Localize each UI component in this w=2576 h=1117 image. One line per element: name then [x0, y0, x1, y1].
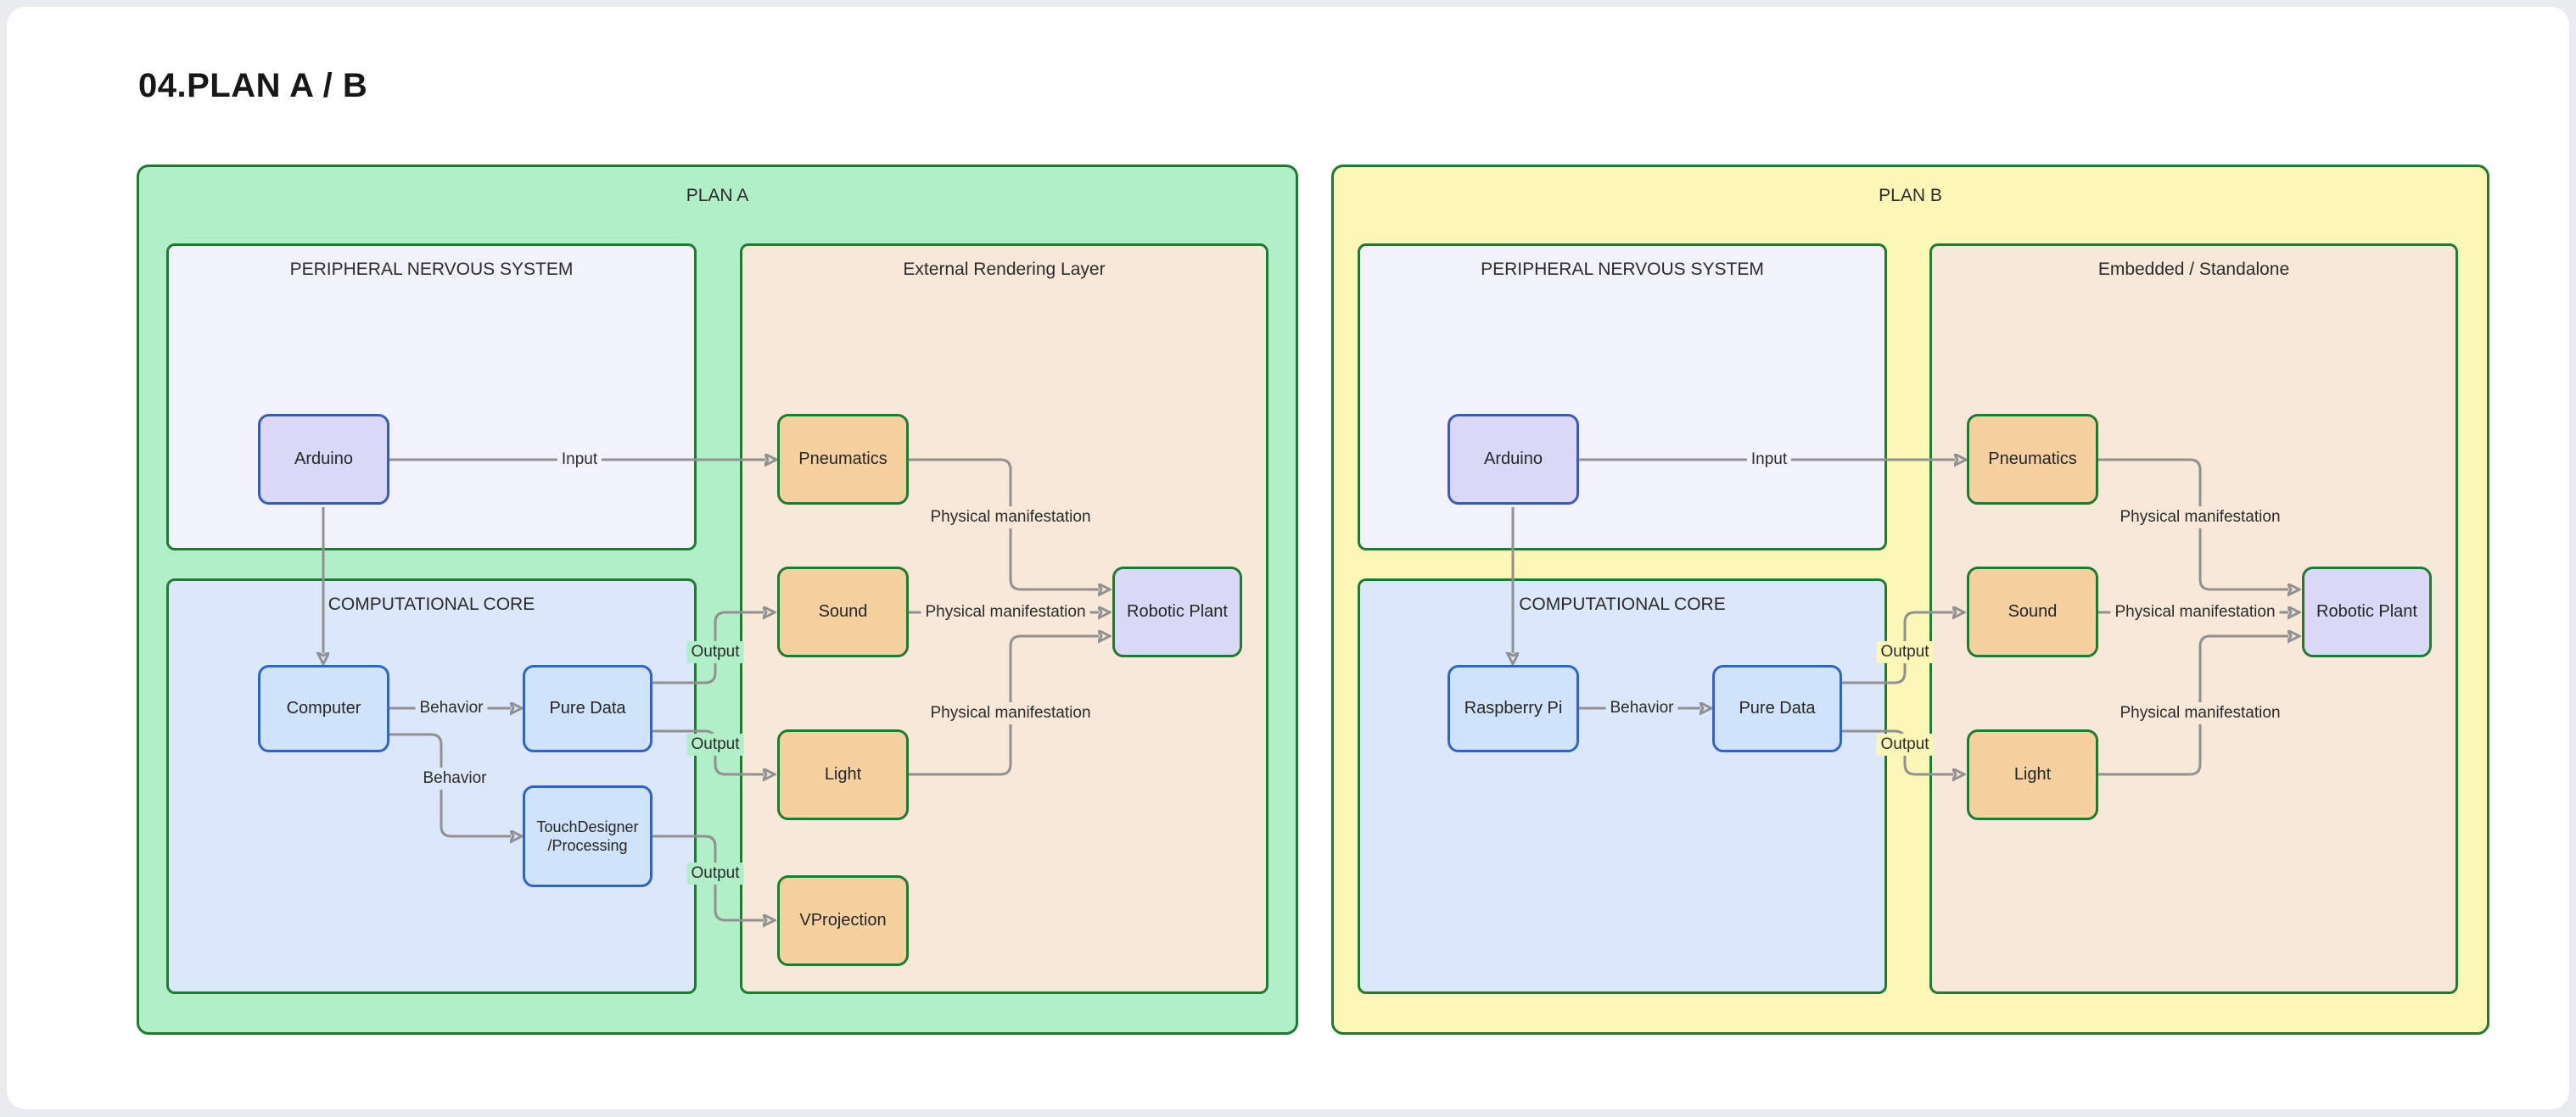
node-robotic-plant-b-label: Robotic Plant [2316, 602, 2417, 621]
node-robotic-plant-a-label: Robotic Plant [1127, 602, 1228, 621]
edge-label-output-sound-a: Output [686, 641, 744, 663]
edge-label-output-light-a: Output [686, 734, 744, 756]
node-sound-b-label: Sound [2008, 602, 2058, 621]
edge-label-behavior-puredata-a: Behavior [415, 697, 488, 719]
edge-label-pm-pneumatics-a: Physical manifestation [926, 506, 1095, 528]
edge-label-output-vprojection-a: Output [686, 863, 744, 885]
node-pure-data-a[interactable]: Pure Data [523, 665, 652, 752]
edge-label-pm-pneumatics-b: Physical manifestation [2115, 506, 2285, 528]
node-raspberry-pi[interactable]: Raspberry Pi [1448, 665, 1579, 752]
edge-label-input-b: Input [1746, 449, 1792, 471]
node-pneumatics-b[interactable]: Pneumatics [1967, 414, 2098, 505]
node-sound-a[interactable]: Sound [777, 567, 909, 657]
edge-label-pm-sound-b: Physical manifestation [2110, 601, 2280, 623]
page-title: 04.PLAN A / B [138, 66, 368, 104]
plan-b-title: PLAN B [1879, 186, 1942, 205]
node-pure-data-a-label: Pure Data [549, 699, 626, 718]
node-vprojection[interactable]: VProjection [777, 875, 909, 966]
node-pure-data-b-label: Pure Data [1739, 699, 1816, 718]
edge-label-pm-sound-a: Physical manifestation [921, 601, 1090, 623]
node-robotic-plant-a[interactable]: Robotic Plant [1112, 567, 1242, 657]
subgraph-title-core-b: COMPUTATIONAL CORE [1519, 595, 1726, 614]
node-raspberry-pi-label: Raspberry Pi [1464, 699, 1563, 718]
node-touchdesigner-line1: TouchDesigner [536, 818, 639, 835]
edge-label-input-a: Input [557, 449, 602, 471]
subgraph-title-render-b: Embedded / Standalone [2097, 260, 2290, 279]
edge-label-pm-light-b: Physical manifestation [2115, 702, 2285, 724]
node-sound-b[interactable]: Sound [1967, 567, 2098, 657]
node-light-a-label: Light [824, 765, 862, 784]
subgraph-title-core-a: COMPUTATIONAL CORE [328, 595, 535, 614]
node-computer[interactable]: Computer [258, 665, 389, 752]
node-arduino-a[interactable]: Arduino [258, 414, 389, 505]
subgraph-title-render-a: External Rendering Layer [903, 260, 1106, 279]
node-light-b-label: Light [2013, 765, 2052, 784]
subgraph-computational-core-b: COMPUTATIONAL CORE [1358, 578, 1887, 994]
subgraph-title-pns-b: PERIPHERAL NERVOUS SYSTEM [1481, 260, 1764, 279]
node-touchdesigner-line2: /Processing [547, 837, 628, 854]
node-light-a[interactable]: Light [777, 729, 909, 820]
subgraph-peripheral-nervous-system-b: PERIPHERAL NERVOUS SYSTEM [1358, 243, 1887, 550]
subgraph-title-pns-a: PERIPHERAL NERVOUS SYSTEM [289, 260, 574, 279]
node-touchdesigner-label: TouchDesigner /Processing [536, 818, 638, 856]
edge-label-behavior-touchdesigner-a: Behavior [418, 768, 491, 790]
node-light-b[interactable]: Light [1967, 729, 2098, 820]
node-arduino-b-label: Arduino [1484, 450, 1543, 468]
edge-label-output-sound-b: Output [1876, 641, 1934, 663]
node-sound-a-label: Sound [818, 602, 868, 621]
node-pneumatics-a[interactable]: Pneumatics [777, 414, 909, 505]
node-pure-data-b[interactable]: Pure Data [1712, 665, 1842, 752]
edge-label-behavior-puredata-b: Behavior [1605, 697, 1678, 719]
node-arduino-b[interactable]: Arduino [1448, 414, 1579, 505]
node-robotic-plant-b[interactable]: Robotic Plant [2302, 567, 2432, 657]
node-touchdesigner-processing[interactable]: TouchDesigner /Processing [523, 785, 652, 887]
subgraph-peripheral-nervous-system-a: PERIPHERAL NERVOUS SYSTEM [166, 243, 697, 550]
node-arduino-a-label: Arduino [294, 450, 353, 468]
node-pneumatics-b-label: Pneumatics [1988, 450, 2077, 468]
node-vprojection-label: VProjection [799, 911, 887, 930]
plan-a-title: PLAN A [686, 186, 749, 205]
edge-label-pm-light-a: Physical manifestation [926, 702, 1095, 724]
node-pneumatics-a-label: Pneumatics [798, 450, 888, 468]
edge-label-output-light-b: Output [1876, 734, 1934, 756]
node-computer-label: Computer [286, 699, 361, 718]
